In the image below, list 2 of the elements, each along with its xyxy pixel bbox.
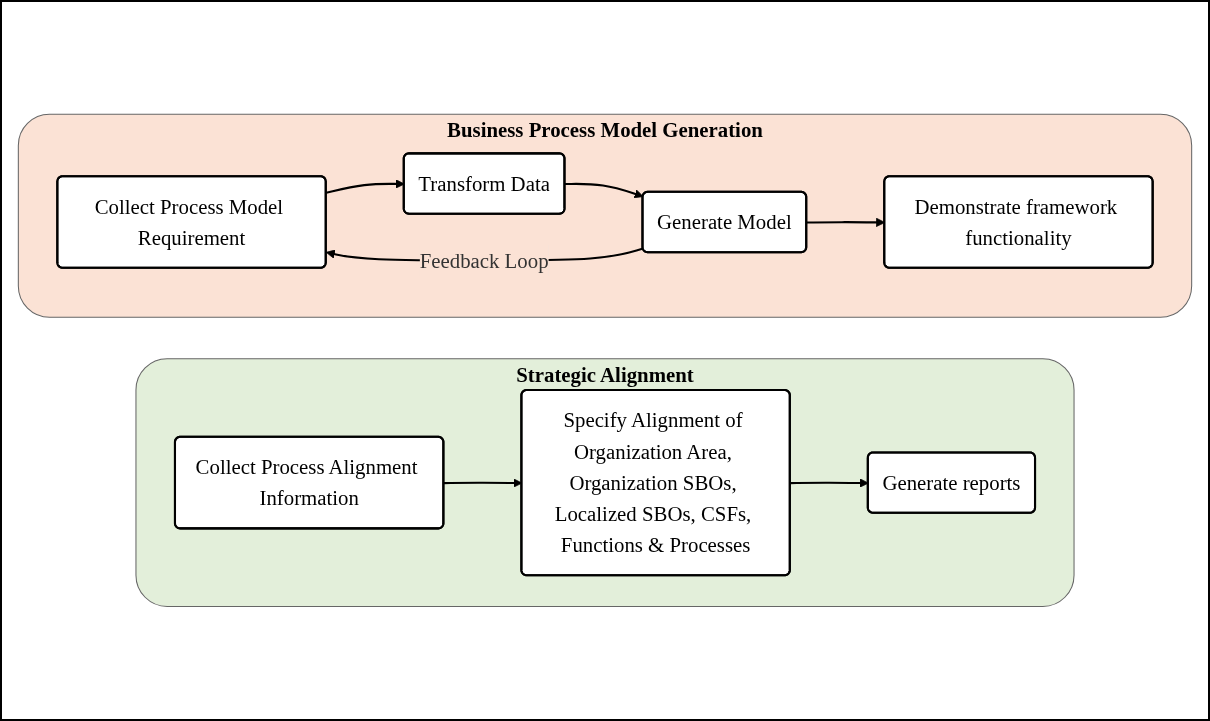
edge-label: Feedback Loop	[419, 249, 549, 273]
arrow	[564, 183, 644, 199]
